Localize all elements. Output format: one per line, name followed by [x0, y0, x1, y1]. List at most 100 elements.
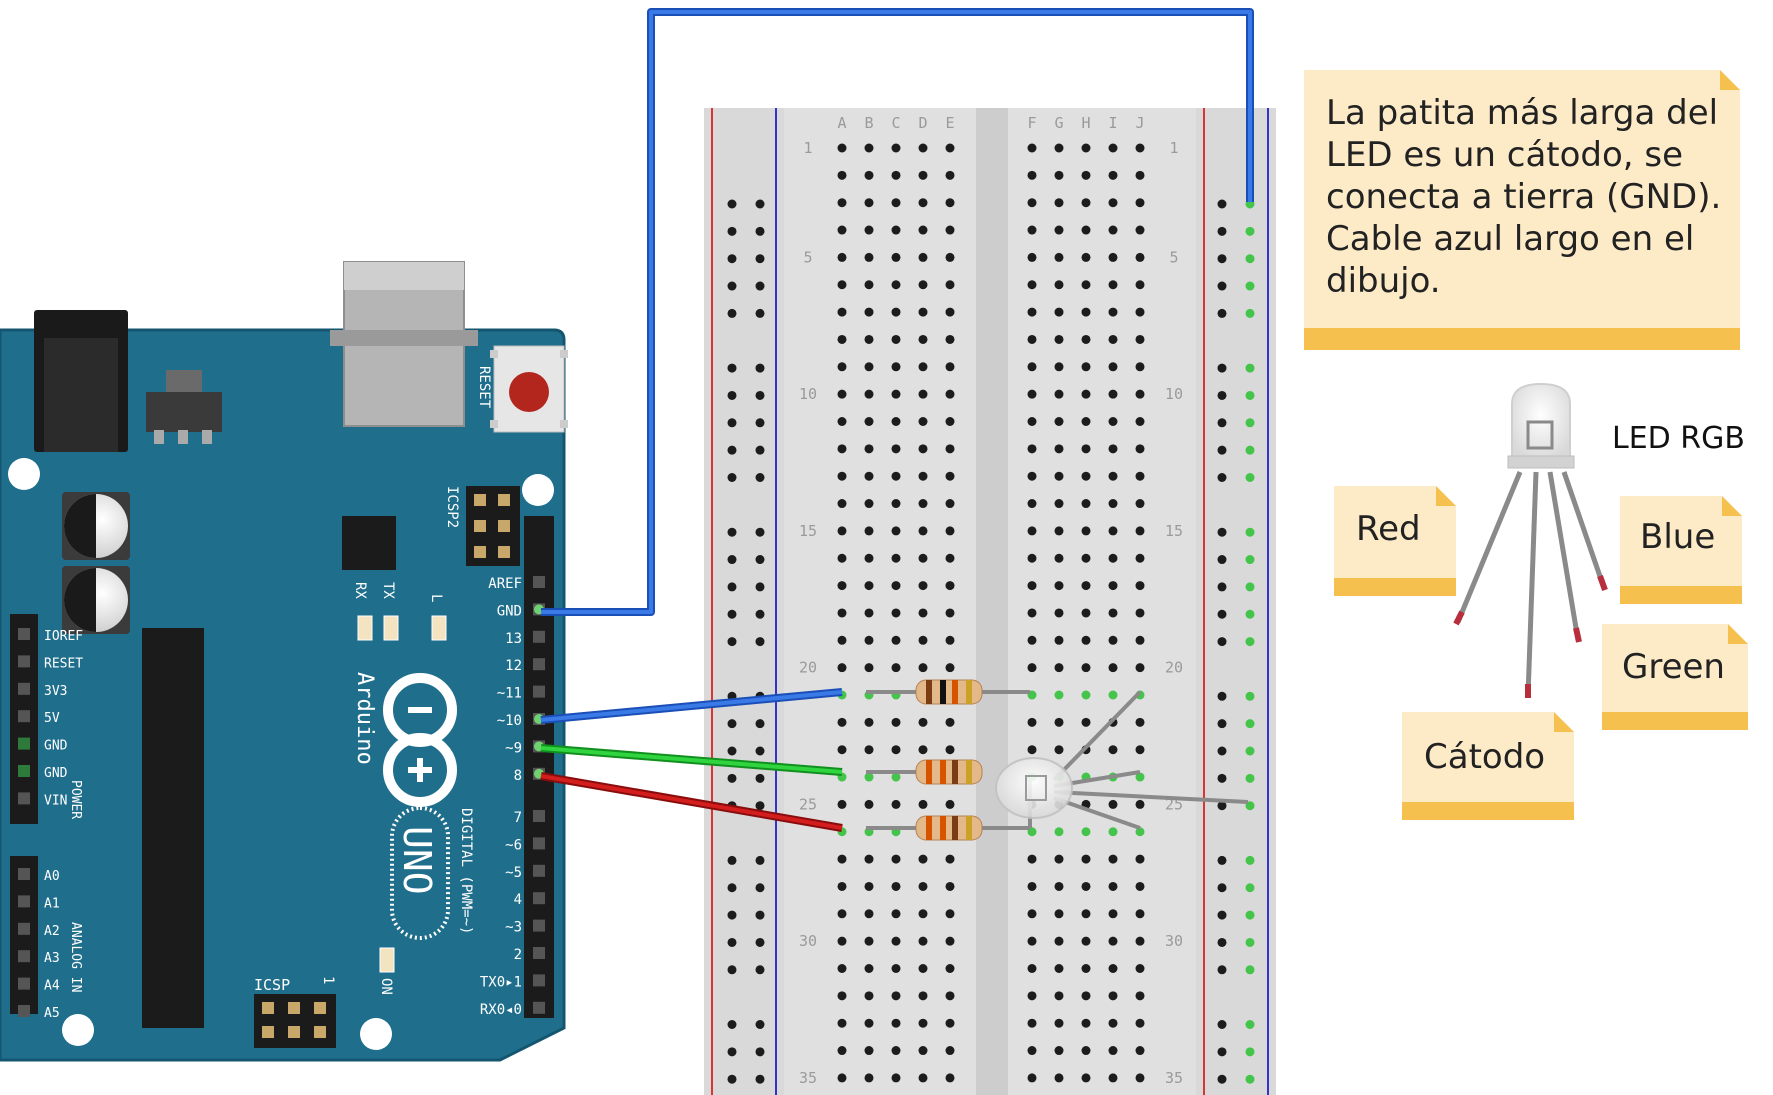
column-label: E	[945, 114, 954, 132]
breadboard-hole	[891, 444, 901, 454]
rgb-led-on-breadboard	[995, 690, 1249, 830]
breadboard-hole	[891, 198, 901, 208]
breadboard-hole	[918, 417, 928, 426]
breadboard-hole	[1054, 334, 1064, 344]
rail-hole	[755, 910, 765, 920]
tx-led-icon	[383, 615, 399, 641]
rail-hole	[755, 773, 765, 783]
rail-hole	[755, 527, 765, 537]
digital-pin-label: 4	[514, 892, 522, 908]
header-pin	[18, 895, 30, 908]
power-pin-label: GND	[44, 739, 68, 754]
rail-hole	[1217, 555, 1227, 565]
breadboard-hole	[891, 964, 901, 973]
breadboard-hole	[1027, 581, 1037, 591]
rail-hole	[1245, 363, 1255, 373]
breadboard-hole	[1135, 143, 1145, 153]
on-led-label: ON	[378, 978, 394, 995]
breadboard-hole	[837, 499, 847, 509]
breadboard-hole	[1054, 362, 1064, 372]
breadboard-hole	[918, 553, 928, 563]
rail-hole	[755, 855, 765, 865]
breadboard-hole	[1108, 581, 1118, 591]
column-label: C	[891, 114, 900, 132]
rail-hole	[755, 473, 765, 482]
breadboard-hole	[1027, 1018, 1037, 1028]
header-pin	[533, 864, 545, 877]
breadboard-hole	[1135, 1018, 1145, 1028]
rail-hole	[1217, 281, 1227, 291]
breadboard-hole	[1027, 745, 1037, 755]
breadboard-hole	[945, 198, 955, 208]
header-pin	[533, 919, 545, 932]
breadboard-hole	[1135, 799, 1145, 809]
resistor-r1	[866, 679, 1030, 705]
board-model: UNO	[395, 826, 439, 895]
breadboard-hole	[1081, 608, 1091, 618]
breadboard-hole	[918, 881, 928, 891]
row-label: 10	[1165, 385, 1183, 403]
breadboard-hole	[1054, 280, 1064, 290]
breadboard-hole	[1108, 608, 1118, 618]
rail-hole	[1245, 308, 1255, 318]
rail-hole	[1217, 773, 1227, 783]
rail-hole	[1217, 719, 1227, 729]
row-label: 1	[1169, 139, 1178, 157]
breadboard-hole	[918, 745, 928, 755]
breadboard-hole	[1081, 307, 1091, 317]
breadboard-hole	[918, 307, 928, 317]
rail-hole	[1245, 855, 1255, 865]
breadboard-hole	[1027, 526, 1037, 536]
rail-hole	[727, 609, 737, 619]
breadboard-hole	[1108, 198, 1118, 208]
header-pin	[533, 1001, 545, 1014]
breadboard-hole	[1108, 252, 1118, 262]
breadboard-hole	[1135, 389, 1145, 399]
breadboard-hole	[918, 663, 928, 673]
digital-pin-label: ~3	[505, 920, 522, 936]
resistor-r3	[866, 815, 1030, 841]
rail-hole	[1245, 281, 1255, 291]
row-label: 5	[1169, 248, 1178, 266]
row-label: 35	[1165, 1069, 1183, 1087]
breadboard-hole	[1054, 690, 1064, 700]
header-pin	[533, 974, 545, 987]
rail-hole	[755, 363, 765, 373]
breadboard-hole	[1027, 964, 1037, 973]
label-blue-text: Blue	[1640, 517, 1715, 557]
label-cathode-text: Cátodo	[1424, 737, 1545, 777]
rail-hole	[1217, 1074, 1227, 1084]
breadboard-hole	[1108, 1018, 1118, 1028]
breadboard-hole	[864, 252, 874, 262]
breadboard-hole	[1054, 909, 1064, 919]
breadboard-hole	[945, 663, 955, 673]
wire-gnd	[541, 8, 1254, 616]
rail-hole	[1245, 1020, 1255, 1029]
breadboard-hole	[945, 471, 955, 481]
breadboard-hole	[1081, 1046, 1091, 1056]
rail-hole	[755, 582, 765, 592]
breadboard-hole	[1054, 143, 1064, 153]
breadboard-hole	[1108, 745, 1118, 755]
rail-hole	[1245, 473, 1255, 482]
breadboard-hole	[1027, 280, 1037, 290]
breadboard-hole	[891, 362, 901, 372]
breadboard-hole	[891, 635, 901, 645]
breadboard-hole	[891, 170, 901, 180]
breadboard-hole	[945, 143, 955, 153]
reset-button-icon	[490, 345, 568, 433]
breadboard-hole	[837, 881, 847, 891]
breadboard-hole	[1027, 1046, 1037, 1056]
breadboard-hole	[1054, 198, 1064, 208]
note-line: LED es un cátodo, se	[1326, 135, 1683, 175]
rail-hole	[755, 1047, 765, 1057]
breadboard-hole	[1054, 881, 1064, 891]
arduino-logo-icon	[383, 673, 457, 807]
power-pin-label: 3V3	[44, 684, 67, 699]
rail-hole	[727, 199, 737, 209]
rail-hole	[1217, 937, 1227, 947]
breadboard-hole	[1027, 170, 1037, 180]
breadboard-hole	[918, 252, 928, 262]
header-pin	[18, 737, 30, 750]
digital-pin-label: TX0▸1	[480, 974, 522, 990]
